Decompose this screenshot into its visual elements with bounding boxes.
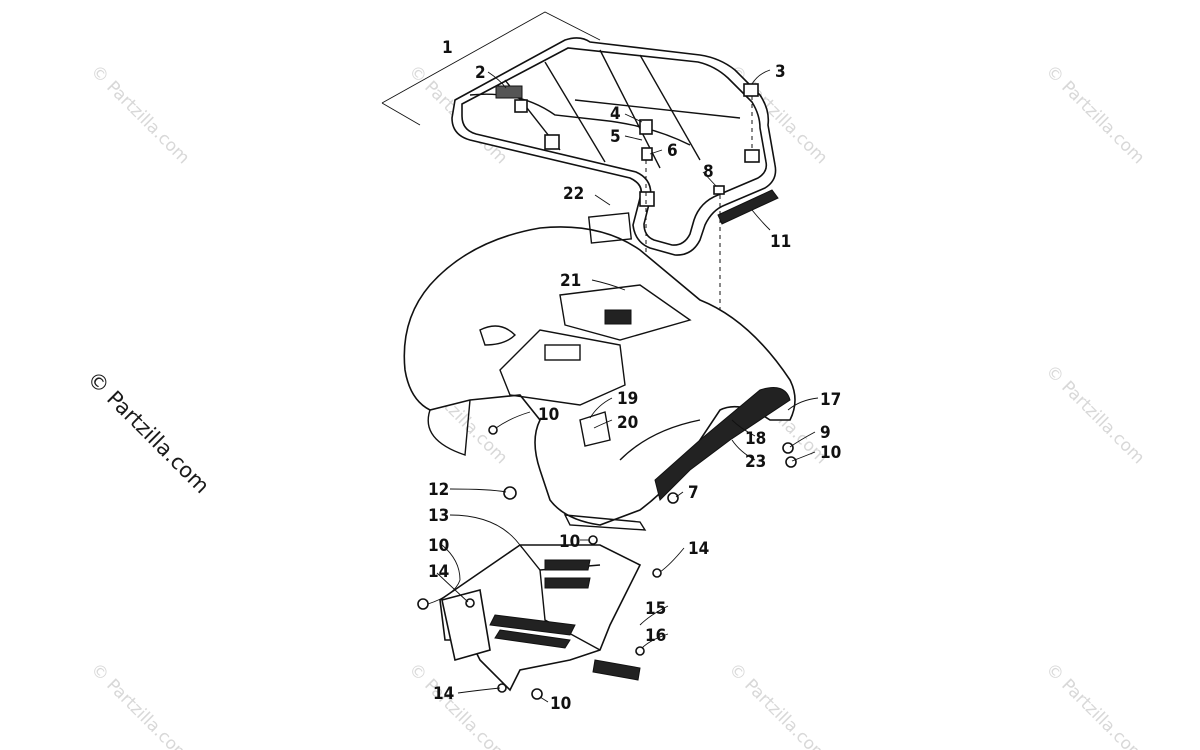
callout-3: 3 xyxy=(775,62,786,82)
callout-1: 1 xyxy=(442,38,453,58)
callout-7: 7 xyxy=(688,483,699,503)
callouts: 1 2 3 4 5 6 8 11 22 21 10 19 20 17 9 18 … xyxy=(428,38,841,714)
callout-20: 20 xyxy=(617,413,638,433)
callout-10: 10 xyxy=(538,405,559,425)
callout-11: 11 xyxy=(770,232,791,252)
callout-21: 21 xyxy=(560,271,581,291)
watermark-text: © Partzilla.com xyxy=(1041,61,1148,168)
callout-23: 23 xyxy=(745,452,766,472)
callout-4: 4 xyxy=(610,104,621,124)
callout-18: 18 xyxy=(745,429,766,449)
leader-lines xyxy=(427,69,819,703)
footwell-drawing xyxy=(439,544,642,692)
callout-14: 14 xyxy=(688,539,709,559)
callout-14: 14 xyxy=(428,562,449,582)
watermark-text: © Partzilla.com xyxy=(724,659,831,750)
rear-rack-drawing xyxy=(381,11,779,256)
watermark-text-main: © Partzilla.com xyxy=(82,367,214,499)
callout-13: 13 xyxy=(428,506,449,526)
watermark-text: © Partzilla.com xyxy=(1041,659,1148,750)
callout-10: 10 xyxy=(820,443,841,463)
watermark-text: © Partzilla.com xyxy=(1041,361,1148,468)
callout-5: 5 xyxy=(610,127,621,147)
callout-6: 6 xyxy=(667,141,678,161)
callout-19: 19 xyxy=(617,389,638,409)
watermark-text: © Partzilla.com xyxy=(86,659,193,750)
callout-9: 9 xyxy=(820,423,831,443)
callout-8: 8 xyxy=(703,162,714,182)
callout-10: 10 xyxy=(550,694,571,714)
watermark-text: © Partzilla.com xyxy=(86,61,193,168)
rear-fender-drawing xyxy=(403,212,796,531)
callout-12: 12 xyxy=(428,480,449,500)
callout-10: 10 xyxy=(428,536,449,556)
callout-2: 2 xyxy=(475,63,486,83)
callout-10: 10 xyxy=(559,532,580,552)
callout-17: 17 xyxy=(820,390,841,410)
callout-16: 16 xyxy=(645,626,666,646)
callout-14: 14 xyxy=(433,684,454,704)
fasteners-drawing xyxy=(417,425,797,700)
callout-22: 22 xyxy=(563,184,584,204)
callout-15: 15 xyxy=(645,599,666,619)
